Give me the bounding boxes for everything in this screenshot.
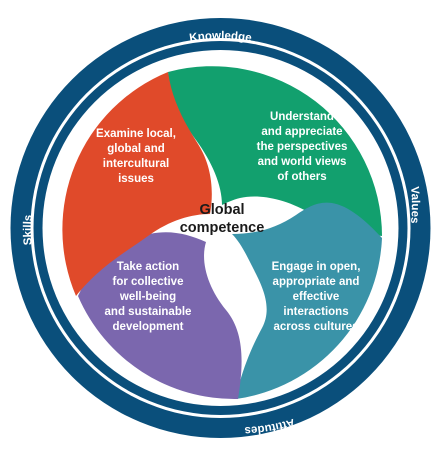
petal-action-text: Take action for collective well-being and s… — [105, 261, 192, 333]
ring-label-values: Values — [408, 186, 421, 224]
petal-examine — [62, 72, 212, 296]
petal-examine-line-2: global and — [107, 143, 165, 155]
petal-engage-text: Engage in open, appropriate and effective i… — [272, 261, 361, 333]
petal-action-line-1: Take action — [117, 261, 179, 273]
petal-understand-text: Understand and appreciate the perspectives… — [257, 111, 348, 183]
petal-action-line-3: well-being — [119, 291, 176, 303]
petal-understand-line-1: Understand — [270, 111, 334, 123]
petal-understand-line-3: the perspectives — [257, 141, 348, 153]
ring-label-skills: Skills — [22, 214, 35, 245]
petal-engage-line-5: across cultures — [273, 321, 358, 333]
petal-understand — [168, 66, 382, 236]
petal-engage — [232, 202, 382, 399]
petal-examine-line-3: intercultural — [103, 158, 169, 170]
petal-action — [78, 232, 242, 400]
petal-understand-line-5: of others — [277, 171, 326, 183]
center-title-line-1: Global — [199, 202, 244, 218]
petal-examine-line-1: Examine local, — [96, 128, 176, 140]
petal-engage-line-4: interactions — [283, 306, 348, 318]
petal-examine-line-4: issues — [118, 173, 154, 185]
petal-engage-line-2: appropriate and — [273, 276, 360, 288]
petal-engage-line-1: Engage in open, — [272, 261, 361, 273]
center-title-line-2: competence — [180, 220, 265, 236]
petal-action-line-5: development — [113, 321, 184, 333]
petal-action-line-2: for collective — [113, 276, 184, 288]
petal-understand-line-4: and world views — [258, 156, 347, 168]
petal-examine-text: Examine local, global and intercultural iss… — [96, 128, 176, 185]
petal-action-line-4: and sustainable — [105, 306, 192, 318]
petal-understand-line-2: and appreciate — [261, 126, 342, 138]
petal-engage-line-3: effective — [293, 291, 340, 303]
